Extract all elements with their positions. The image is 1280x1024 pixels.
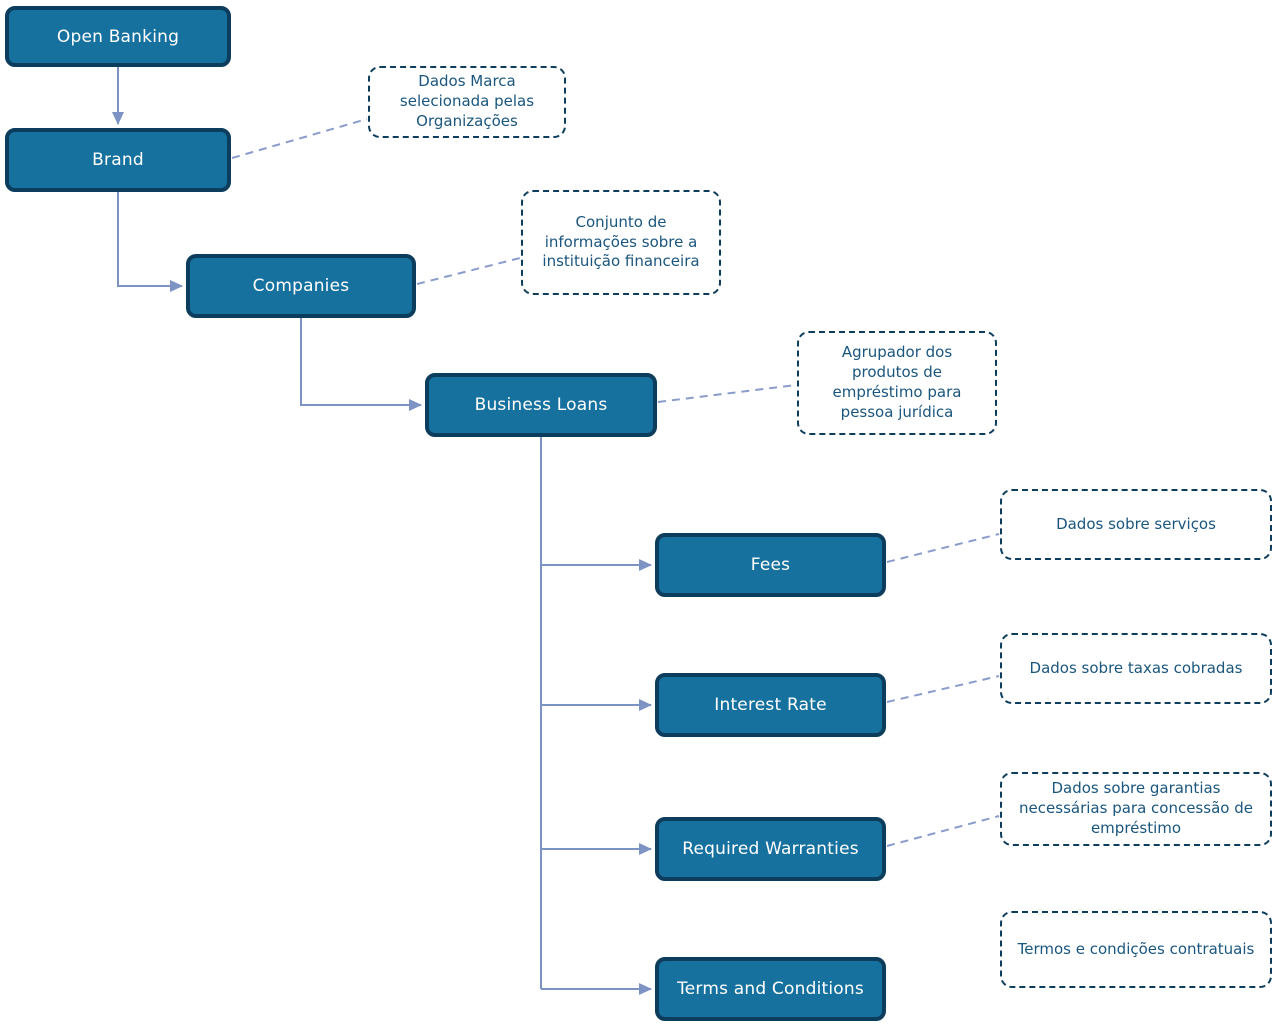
note-required-warranties-text: Dados sobre garantias necessárias para c… xyxy=(1019,779,1253,837)
note-brand: Dados Marca selecionada pelas Organizaçõ… xyxy=(368,66,566,138)
node-brand: Brand xyxy=(5,128,231,192)
connector-companies-to-business-loans xyxy=(300,318,422,411)
node-required-warranties: Required Warranties xyxy=(655,817,886,881)
connector-brand-to-companies xyxy=(117,192,183,292)
node-interest-rate: Interest Rate xyxy=(655,673,886,737)
dashed-connector-fees-note xyxy=(886,533,1000,563)
node-business-loans: Business Loans xyxy=(425,373,657,437)
note-interest-rate: Dados sobre taxas cobradas xyxy=(1000,633,1272,704)
dashed-connector-companies-note xyxy=(416,257,521,285)
note-terms-and-conditions: Termos e condições contratuais xyxy=(1000,911,1272,988)
note-business-loans-text: Agrupador dos produtos de empréstimo par… xyxy=(832,343,962,421)
note-required-warranties: Dados sobre garantias necessárias para c… xyxy=(1000,772,1272,846)
note-fees: Dados sobre serviços xyxy=(1000,489,1272,560)
note-business-loans: Agrupador dos produtos de empréstimo par… xyxy=(797,331,997,435)
note-fees-text: Dados sobre serviços xyxy=(1056,514,1216,533)
note-companies-text: Conjunto de informações sobre a institui… xyxy=(542,212,700,271)
dashed-connector-required-warranties-note xyxy=(886,815,1000,847)
note-terms-and-conditions-text: Termos e condições contratuais xyxy=(1017,939,1255,958)
node-fees: Fees xyxy=(655,533,886,597)
node-companies-label: Companies xyxy=(252,276,350,296)
node-brand-label: Brand xyxy=(92,150,144,170)
dashed-connector-terms-note xyxy=(887,956,999,986)
dashed-connector-business-loans-note xyxy=(657,384,797,403)
note-brand-text: Dados Marca selecionada pelas Organizaçõ… xyxy=(399,72,535,130)
node-terms-and-conditions-label: Terms and Conditions xyxy=(677,979,864,999)
node-business-loans-label: Business Loans xyxy=(474,395,608,415)
note-interest-rate-text: Dados sobre taxas cobradas xyxy=(1029,658,1243,677)
node-open-banking-label: Open Banking xyxy=(56,26,180,47)
node-fees-label: Fees xyxy=(750,555,791,575)
node-companies: Companies xyxy=(186,254,416,318)
node-interest-rate-label: Interest Rate xyxy=(714,695,827,715)
node-terms-and-conditions: Terms and Conditions xyxy=(655,957,886,1021)
dashed-connector-brand-note xyxy=(231,118,368,159)
dashed-connector-interest-rate-note xyxy=(886,675,1000,703)
node-open-banking: Open Banking xyxy=(5,6,231,67)
note-companies: Conjunto de informações sobre a institui… xyxy=(521,190,721,295)
node-required-warranties-label: Required Warranties xyxy=(682,839,859,859)
